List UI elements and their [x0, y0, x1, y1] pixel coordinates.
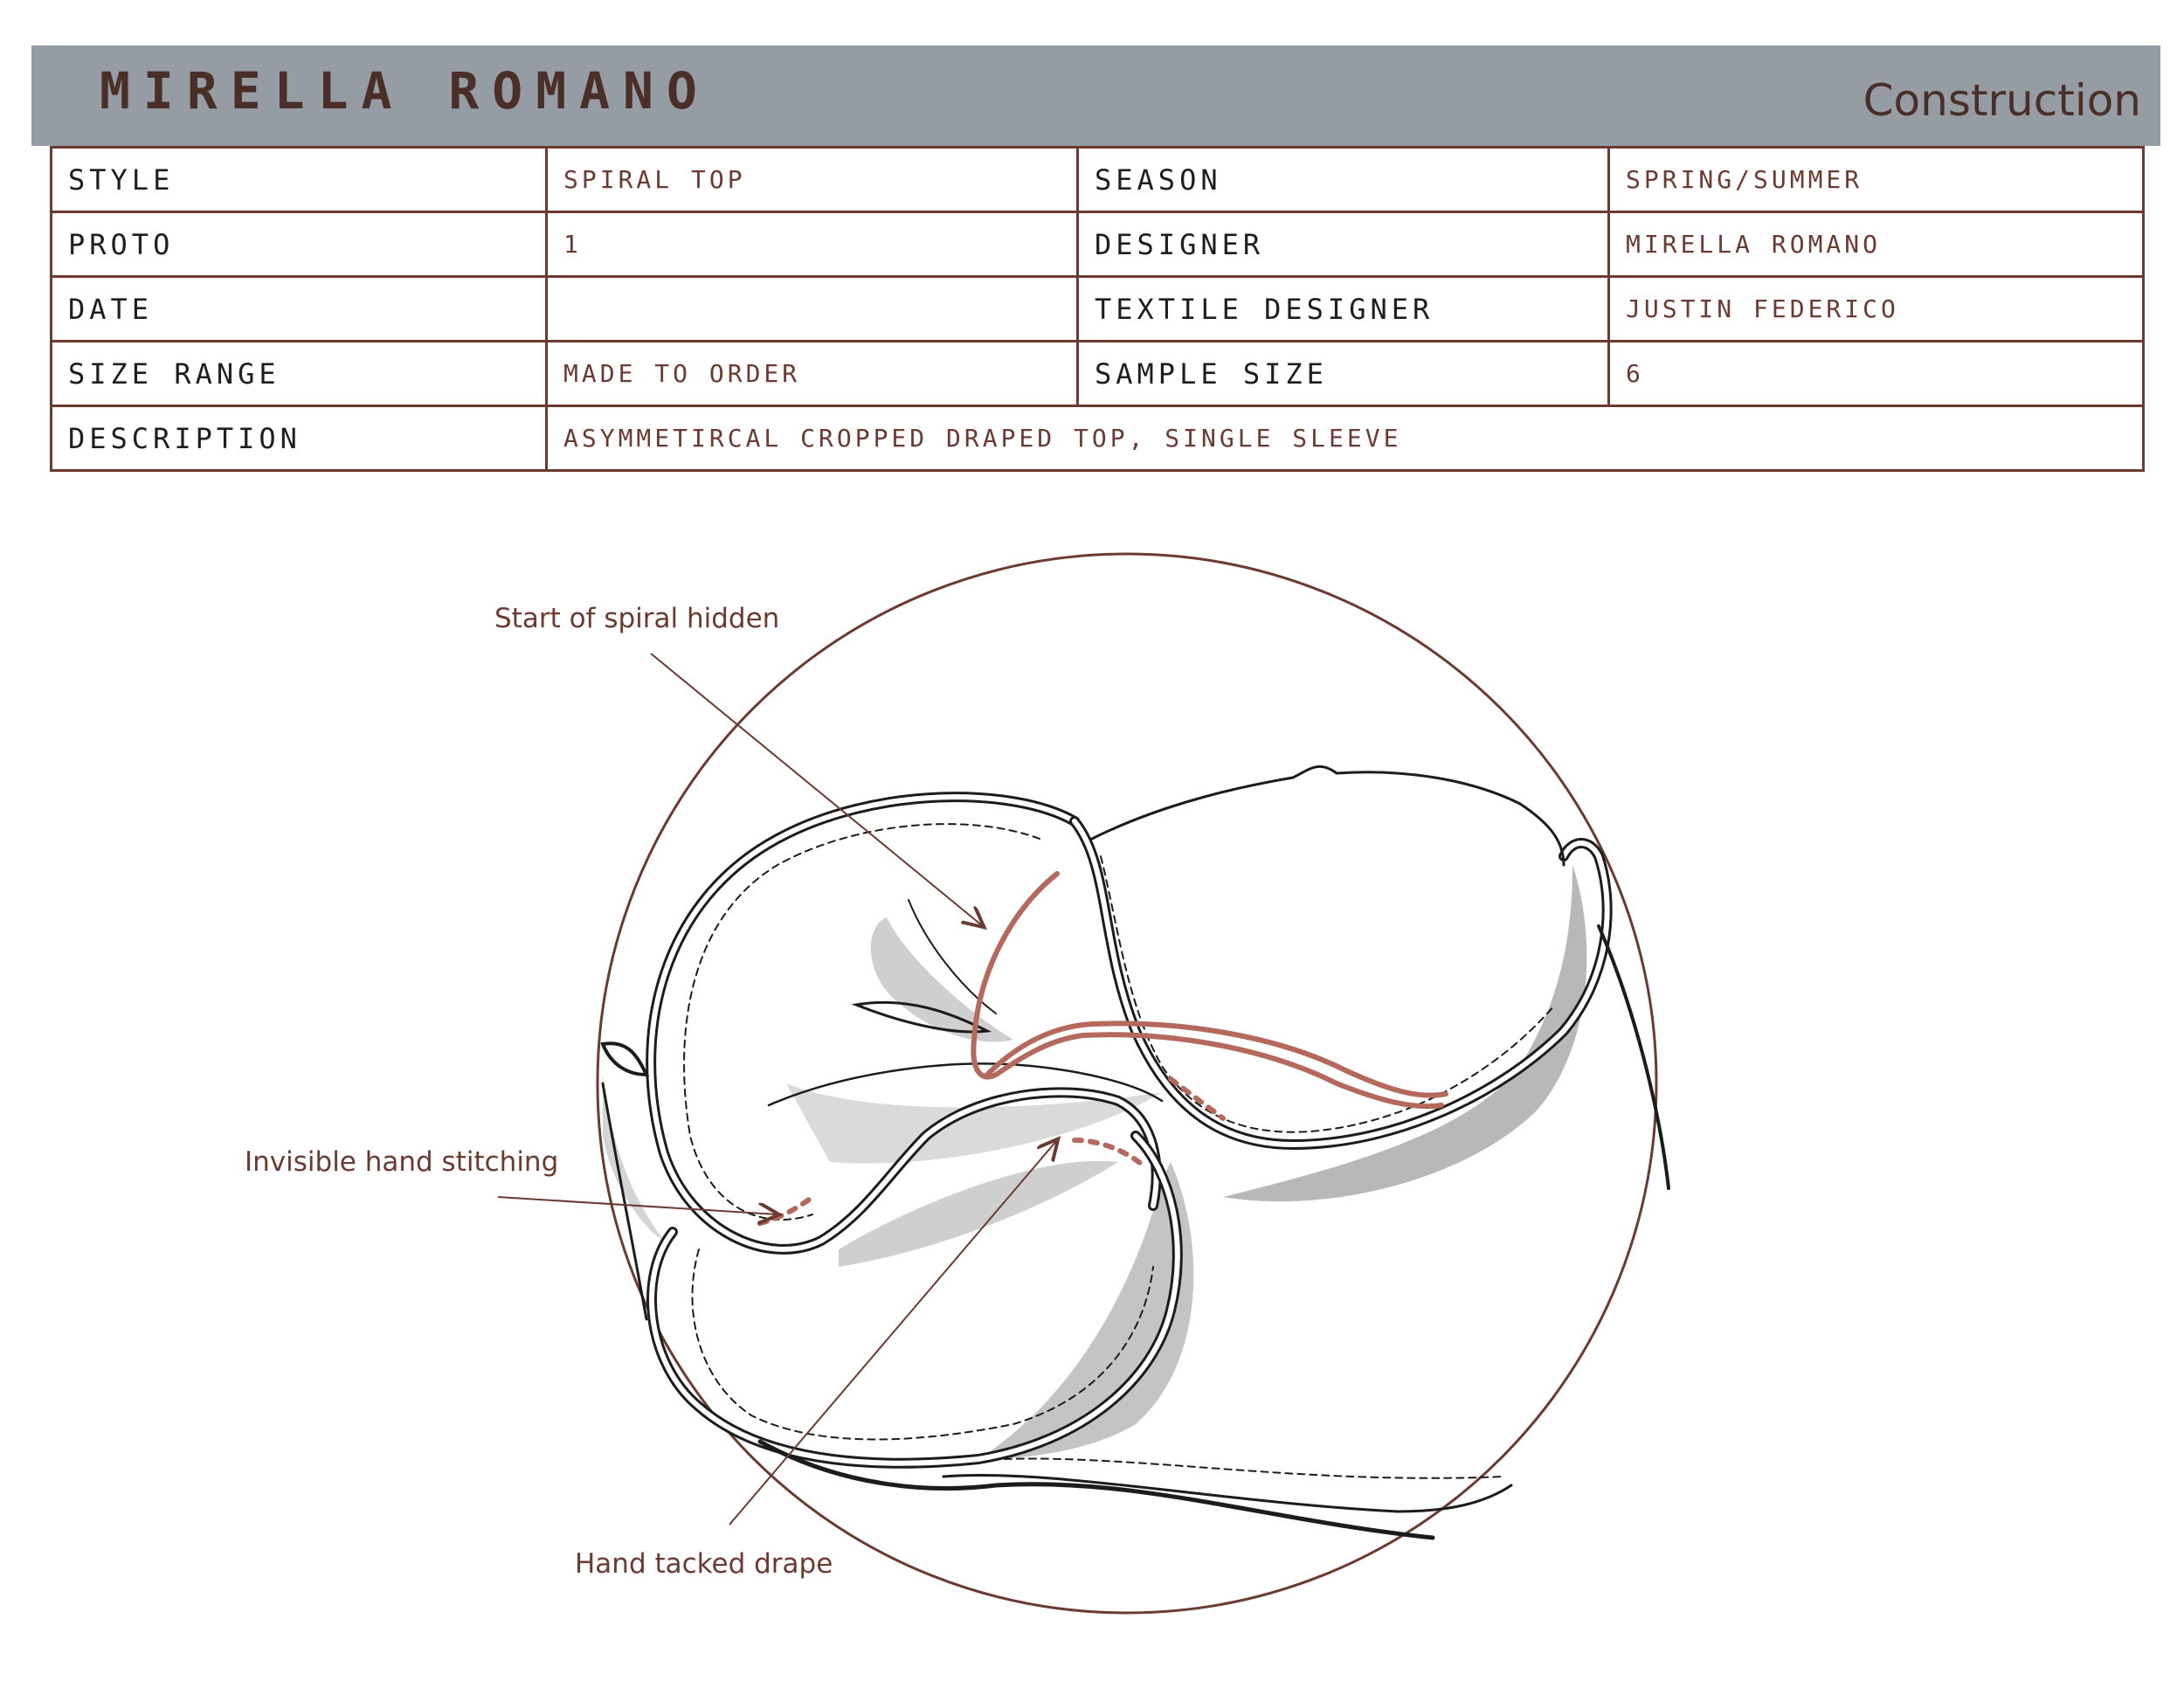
header-bar: MIRELLA ROMANO Construction [31, 45, 2160, 146]
spiral-stitch-marks [757, 871, 1448, 1226]
season-value: SPRING/SUMMER [1607, 146, 2145, 213]
date-value [545, 275, 1079, 342]
size-range-label: SIZE RANGE [50, 340, 548, 407]
textile-designer-label: TEXTILE DESIGNER [1076, 275, 1610, 342]
spec-row-description: DESCRIPTION ASYMMETIRCAL CROPPED DRAPED … [50, 405, 2145, 472]
section-title: Construction [1863, 75, 2141, 126]
callout-invisible-stitching: Invisible hand stitching [245, 1146, 559, 1178]
designer-label: DESIGNER [1076, 211, 1610, 278]
date-label: DATE [50, 275, 548, 342]
drape-shading [603, 865, 1587, 1459]
drape-leader [729, 1140, 1057, 1525]
spec-row-date: DATE TEXTILE DESIGNER JUSTIN FEDERICO [50, 275, 2145, 342]
spec-row-style: STYLE SPIRAL TOP SEASON SPRING/SUMMER [50, 146, 2145, 213]
brand-name: MIRELLA ROMANO [100, 61, 710, 121]
spec-row-size: SIZE RANGE MADE TO ORDER SAMPLE SIZE 6 [50, 340, 2145, 407]
proto-label: PROTO [50, 211, 548, 278]
style-label: STYLE [50, 146, 548, 213]
style-value: SPIRAL TOP [545, 146, 1079, 213]
description-value: ASYMMETIRCAL CROPPED DRAPED TOP, SINGLE … [545, 405, 2145, 472]
description-label: DESCRIPTION [50, 405, 548, 472]
spiral-leader [650, 653, 983, 926]
size-range-value: MADE TO ORDER [545, 340, 1079, 407]
construction-drawing [497, 552, 1670, 1615]
callout-spiral-hidden: Start of spiral hidden [494, 603, 780, 634]
callout-leaders [497, 653, 1057, 1525]
detail-circle [596, 552, 1658, 1615]
sample-size-label: SAMPLE SIZE [1076, 340, 1610, 407]
spec-row-proto: PROTO 1 DESIGNER MIRELLA ROMANO [50, 211, 2145, 278]
callout-hand-tacked-drape: Hand tacked drape [575, 1548, 833, 1580]
textile-designer-value: JUSTIN FEDERICO [1607, 275, 2145, 342]
proto-value: 1 [545, 211, 1079, 278]
spec-table: STYLE SPIRAL TOP SEASON SPRING/SUMMER PR… [50, 146, 2145, 472]
sample-size-value: 6 [1607, 340, 2145, 407]
season-label: SEASON [1076, 146, 1610, 213]
designer-value: MIRELLA ROMANO [1607, 211, 2145, 278]
stitching-leader [497, 1196, 778, 1214]
garment-outline [600, 764, 1670, 1540]
